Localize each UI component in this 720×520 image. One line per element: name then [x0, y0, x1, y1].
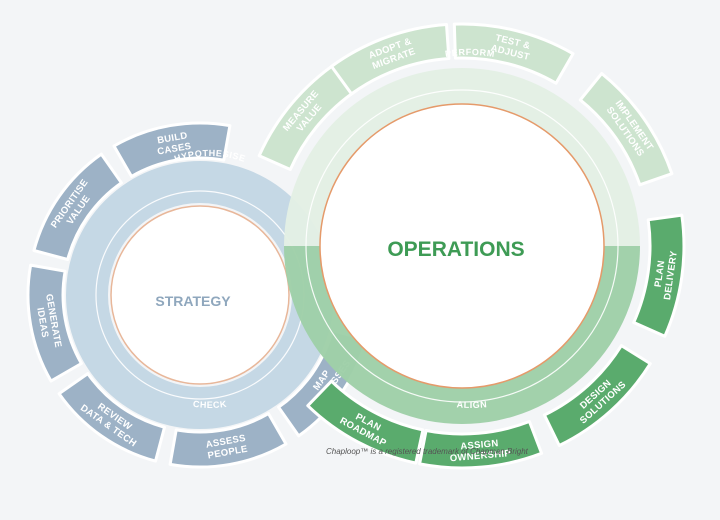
segment-assess-people[interactable]: [168, 412, 288, 469]
segment-generate-ideas[interactable]: [26, 263, 83, 383]
segment-assign-ownership[interactable]: [418, 420, 544, 470]
trademark-notice: Chaploop™ is a registered trademark of C…: [326, 447, 529, 456]
ring-label-align: ALIGN: [456, 399, 487, 410]
segment-review-data-tech[interactable]: [57, 372, 166, 463]
segment-design-solutions[interactable]: [542, 344, 652, 447]
strategy-cycle: BUILDCASESPRIORITISEVALUEGENERATEIDEASRE…: [26, 121, 368, 469]
segment-build-cases[interactable]: [112, 121, 232, 178]
segment-implement-solutions[interactable]: [578, 72, 674, 187]
segment-test-adjust[interactable]: [452, 22, 575, 85]
segment-plan-roadmap[interactable]: [306, 379, 425, 465]
segment-plan-delivery[interactable]: [632, 213, 686, 338]
segment-measure-value[interactable]: [257, 60, 359, 171]
segment-prioritise-value[interactable]: [32, 152, 123, 261]
segment-adopt-migrate[interactable]: [330, 23, 451, 96]
ring-label-check: CHECK: [192, 399, 227, 410]
operations-title: OPERATIONS: [387, 238, 524, 261]
ring-label-perform: PERFORM: [444, 47, 495, 59]
strategy-title: STRATEGY: [155, 293, 231, 309]
segment-assign-ownership-label: ASSIGNOWNERSHIP: [448, 437, 511, 464]
